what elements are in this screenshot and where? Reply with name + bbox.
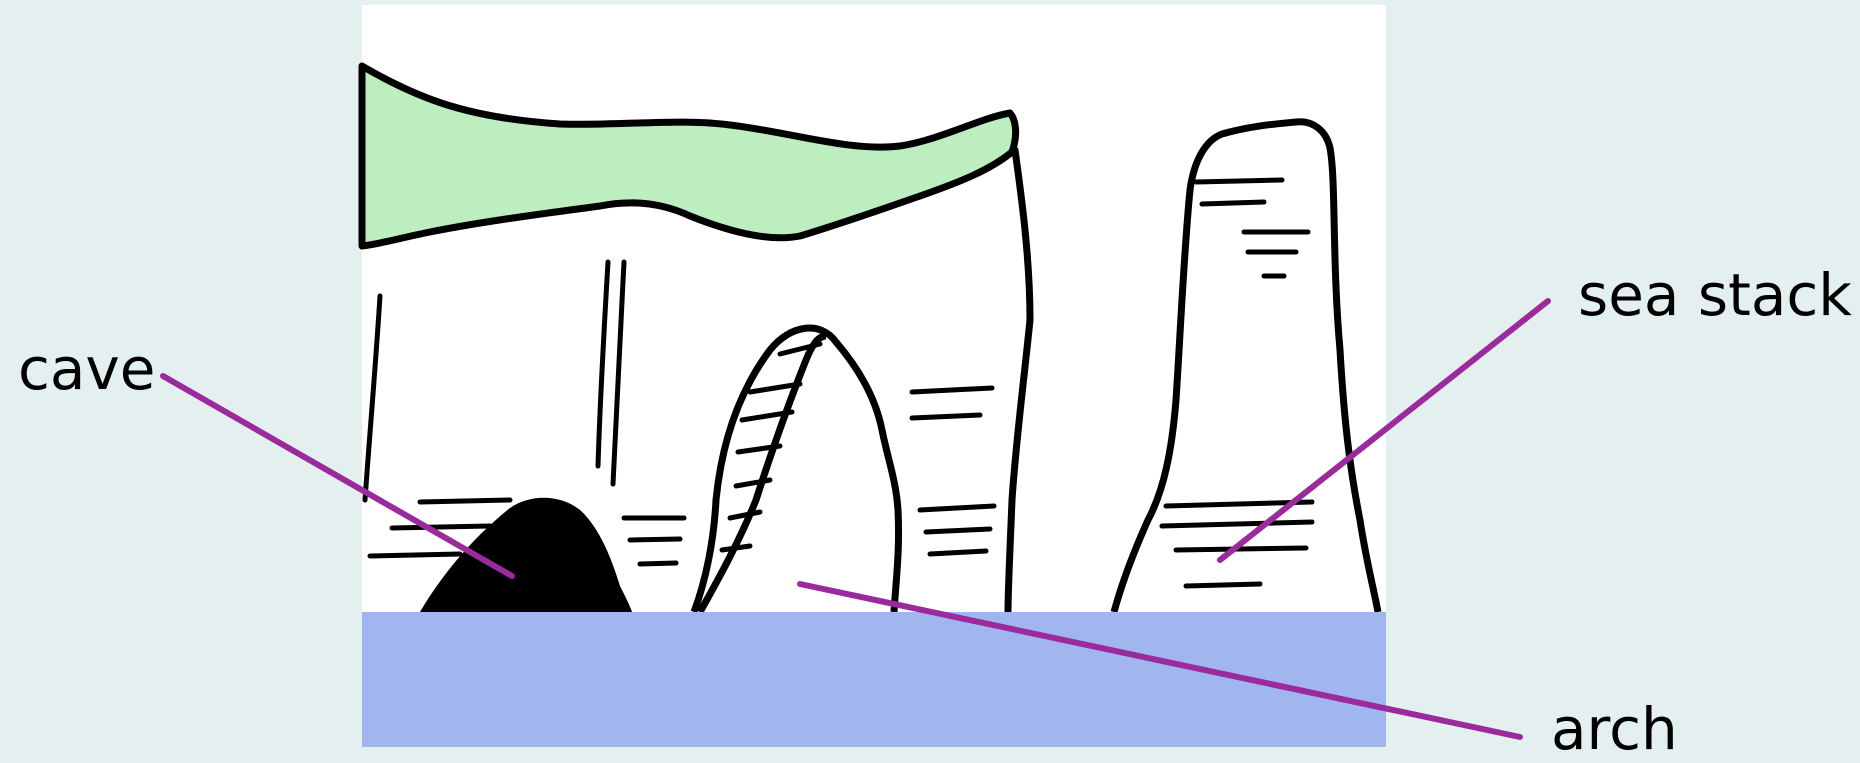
label-arch: arch xyxy=(1551,700,1678,758)
label-cave: cave xyxy=(18,340,155,398)
sea xyxy=(362,612,1386,747)
label-sea-stack: sea stack xyxy=(1578,266,1852,324)
